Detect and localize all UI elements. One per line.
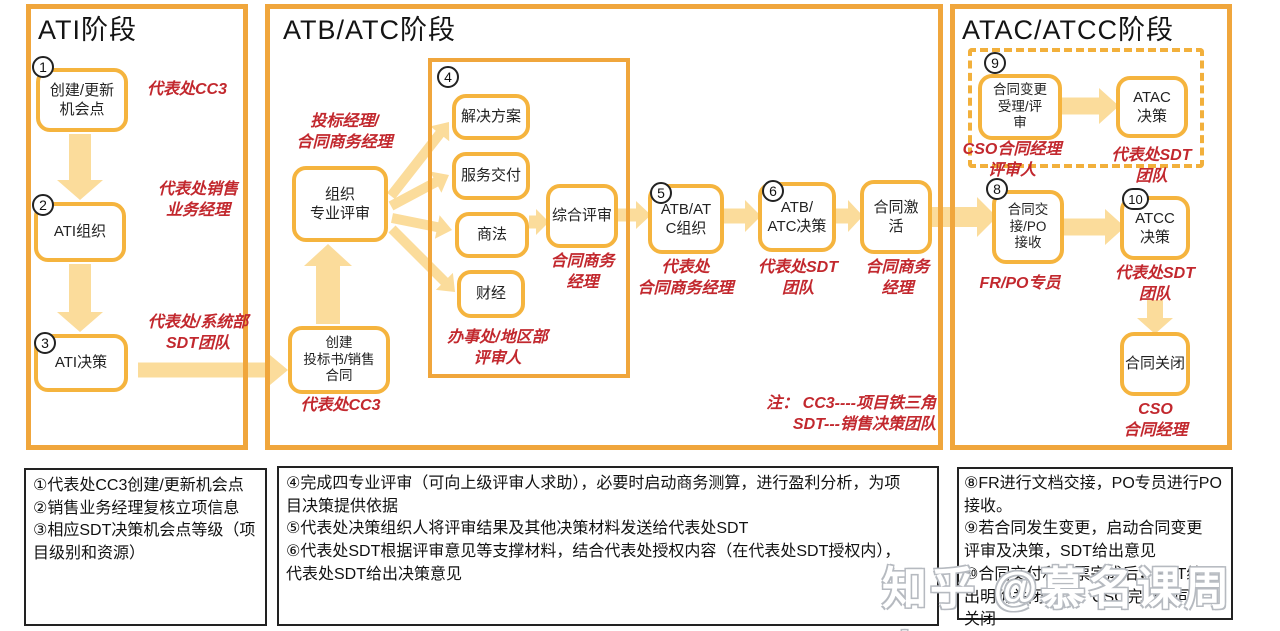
node-atac-decision: ATAC 决策 xyxy=(1116,76,1188,138)
node-commercial-law: 商法 xyxy=(455,212,529,258)
step-number-3: 3 xyxy=(34,332,56,354)
step-number-10: 10 xyxy=(1122,188,1149,210)
watermark: 知乎 @慕名课周大可 xyxy=(882,563,1233,631)
step-number-2: 2 xyxy=(32,194,54,216)
node-org-review: 组织 专业评审 xyxy=(292,166,388,242)
node-contract-change: 合同变更 受理/评 审 xyxy=(978,74,1062,140)
role-cso-reviewer: CSO合同经理 评审人 xyxy=(962,141,1062,179)
role-cc3-bid: 代表处CC3 xyxy=(300,397,381,414)
node-contract-handover: 合同交 接/PO 接收 xyxy=(992,190,1064,264)
role-contract-biz-manager-activate: 合同商务 经理 xyxy=(865,259,930,297)
node-contract-activate: 合同激 活 xyxy=(860,180,932,254)
role-sales-manager: 代表处销售 业务经理 xyxy=(157,181,238,219)
role-bid-manager: 投标经理/ 合同商务经理 xyxy=(296,113,393,151)
role-office-reviewer: 办事处/地区部 评审人 xyxy=(447,329,548,367)
footnote-block-atb-atc: ④完成四专业评审（可向上级评审人求助），必要时启动商务测算，进行盈利分析，为项 … xyxy=(277,466,939,626)
role-sdt-system: 代表处/系统部 SDT团队 xyxy=(147,314,249,352)
step-number-8: 8 xyxy=(986,178,1008,200)
role-rep-contract-manager: 代表处 合同商务经理 xyxy=(637,259,734,297)
footnote-block-atac-atcc: ⑧FR进行文档交接，PO专员进行PO接收。 ⑨若合同发生变更，启动合同变更 评审… xyxy=(957,467,1233,628)
step-number-1: 1 xyxy=(32,56,54,78)
role-rep-sdt-atb: 代表处SDT 团队 xyxy=(757,259,838,297)
node-finance: 财经 xyxy=(457,270,525,318)
section-frame-ati xyxy=(26,4,248,450)
role-rep-sdt-atcc: 代表处SDT 团队 xyxy=(1114,265,1195,303)
section-title-ati: ATI阶段 xyxy=(38,15,137,45)
step-number-9: 9 xyxy=(984,52,1006,74)
role-cc3-create: 代表处CC3 xyxy=(146,81,227,98)
section-title-atb-atc: ATB/ATC阶段 xyxy=(283,15,457,45)
contract-change-dashed-frame xyxy=(968,48,1204,168)
role-rep-sdt-atac: 代表处SDT 团队 xyxy=(1111,147,1192,185)
node-contract-close: 合同关闭 xyxy=(1120,332,1190,396)
role-fr-po: FR/PO专员 xyxy=(979,275,1061,292)
node-service-delivery: 服务交付 xyxy=(452,152,530,200)
role-contract-biz-manager-review: 合同商务 经理 xyxy=(550,253,615,291)
section-title-atac-atcc: ATAC/ATCC阶段 xyxy=(962,15,1174,45)
footnote-block-ati: ①代表处CC3创建/更新机会点 ②销售业务经理复核立项信息 ③相应SDT决策机会… xyxy=(24,468,267,626)
step-number-5: 5 xyxy=(650,182,672,204)
node-create-opportunity: 创建/更新 机会点 xyxy=(36,68,128,132)
node-solution: 解决方案 xyxy=(452,94,530,140)
node-create-bid: 创建 投标书/销售 合同 xyxy=(288,326,390,394)
note-text: 注： CC3----项目铁三角 SDT---销售决策团队 xyxy=(766,395,936,433)
step-number-4: 4 xyxy=(437,66,459,88)
role-cso-close: CSO 合同经理 xyxy=(1123,401,1188,439)
node-comprehensive-review: 综合评审 xyxy=(546,184,618,248)
step-number-6: 6 xyxy=(762,180,784,202)
